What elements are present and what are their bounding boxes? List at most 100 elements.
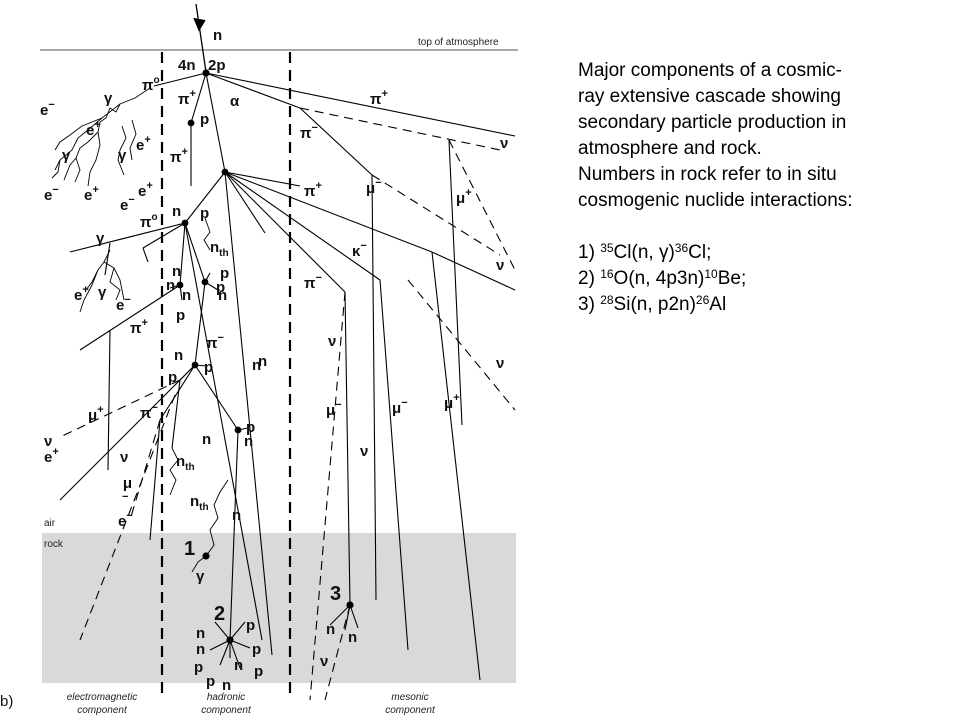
kappa-minus-label: κ− [352, 240, 367, 260]
neutron-label: n [222, 677, 231, 694]
neutron-label: n [172, 203, 181, 220]
neutral-tracks [57, 107, 516, 701]
electron-labels: e− e+ e+ e+ e− e+ e− e+ e− e+ e− [40, 99, 153, 530]
gamma-label: γ [196, 568, 205, 585]
reaction-number-2: 2 [214, 603, 225, 625]
rock-label: rock [44, 539, 64, 550]
particle-tracks [59, 72, 516, 681]
nu-label: ν [496, 355, 504, 372]
caption-line: Major components of a cosmic- [578, 60, 842, 81]
neutron-label: n [202, 431, 211, 448]
e-minus-label: e− [120, 194, 135, 214]
mesonic-component-label: mesonic [391, 692, 428, 703]
proton-label: p [176, 307, 185, 324]
caption-line: atmosphere and rock. [578, 138, 762, 159]
component-dividers [160, 52, 292, 700]
nu-label: ν [328, 333, 336, 350]
cosmic-ray-cascade-diagram: top of atmosphere air rock n [0, 3, 518, 716]
neutron-label: n [218, 287, 227, 304]
gamma-label: γ [104, 90, 113, 107]
em-component-label: component [77, 705, 128, 716]
mu-minus-label: μ− [366, 177, 382, 197]
reaction-number-1: 1 [184, 538, 195, 560]
pi-plus-label: π+ [170, 146, 188, 166]
reaction-3-text: 3) 28Si(n, p2n)26Al [578, 293, 727, 315]
primary-particle [193, 3, 207, 73]
reaction-1-text: 1) 35Cl(n, γ)36Cl; [578, 241, 712, 263]
neutrino-labels: ν ν ν ν ν ν ν ν [44, 135, 508, 670]
neutron-label: n [326, 621, 335, 638]
pi-plus-label: π+ [130, 317, 148, 337]
proton-label: p [220, 265, 229, 282]
proton-label: p [254, 663, 263, 680]
pi-plus-label: π+ [370, 88, 388, 108]
hadronic-component-label: hadronic [207, 692, 245, 703]
panel-marker: b) [0, 693, 13, 710]
proton-label: p [246, 617, 255, 634]
top-of-atmosphere-label: top of atmosphere [418, 37, 499, 48]
e-minus-label: e− [40, 99, 55, 119]
mu-minus-label: μ− [326, 399, 342, 419]
nu-label: ν [120, 449, 128, 466]
proton-label: p [204, 359, 213, 376]
proton-label: p [200, 111, 209, 128]
neutron-label: n [196, 625, 205, 642]
neutron-label: n [172, 263, 181, 280]
nucleons-2p-label: 2p [208, 57, 226, 74]
pi-minus-label: π− [300, 122, 318, 142]
thermal-neutron-label: nth [176, 453, 195, 473]
hadronic-component-label: component [201, 705, 252, 716]
gamma-label: γ [118, 147, 127, 164]
neutron-label: n [252, 357, 261, 374]
gamma-label: γ [96, 230, 105, 247]
neutron-label: n [348, 629, 357, 646]
gamma-label: γ [98, 284, 107, 301]
mu-plus-label: μ+ [456, 187, 472, 207]
proton-label: p [206, 673, 215, 690]
proton-label: p [168, 369, 177, 386]
muon-labels: μ− μ+ μ+ μ− μ− μ+ μ− [88, 177, 472, 503]
em-shower-tracks [51, 87, 229, 573]
e-minus-label: e− [116, 294, 131, 314]
e-minus-label: e− [118, 510, 133, 530]
figure-caption: Major components of a cosmic- ray extens… [578, 58, 950, 318]
nu-label: ν [500, 135, 508, 152]
neutron-label: n [244, 433, 253, 450]
proton-label: p [216, 279, 225, 296]
alpha-label: α [230, 93, 240, 110]
mu-minus-label: μ− [122, 475, 132, 503]
e-plus-label: e+ [136, 134, 151, 154]
em-component-label: electromagnetic [67, 692, 138, 703]
nucleons-4n-label: 4n [178, 57, 196, 74]
air-label: air [44, 518, 56, 529]
neutron-label: n [166, 277, 175, 294]
nu-label: ν [360, 443, 368, 460]
mu-plus-label: μ+ [444, 392, 460, 412]
thermal-neutron-label: nth [210, 239, 229, 259]
interaction-vertices [176, 69, 354, 644]
proton-label: p [194, 659, 203, 676]
thermal-neutron-label: nth [190, 493, 209, 513]
e-plus-label: e+ [84, 184, 99, 204]
gamma-label: γ [62, 147, 71, 164]
nu-label: ν [496, 257, 504, 274]
nucleon-labels: p n p nth n p n n p n p n p p n p n n nt… [166, 111, 357, 694]
proton-label: p [200, 205, 209, 222]
pi-plus-label: π+ [178, 88, 196, 108]
pi-plus-label: π+ [304, 180, 322, 200]
neutron-label: n [174, 347, 183, 364]
mu-plus-label: μ+ [88, 404, 104, 424]
caption-line: ray extensive cascade showing [578, 86, 841, 107]
neutron-label: n [232, 507, 241, 524]
pi-minus-label: π− [304, 272, 322, 292]
rock-layer [42, 533, 516, 683]
e-plus-label: e+ [44, 446, 59, 466]
pi-minus-label: π− [140, 402, 158, 422]
proton-label: p [252, 641, 261, 658]
component-labels: electromagnetic component hadronic compo… [67, 692, 436, 716]
nu-label: ν [44, 433, 52, 450]
mesonic-component-label: component [385, 705, 436, 716]
gamma-labels: γ γ γ γ γ γ [62, 90, 205, 585]
mu-minus-label: μ− [392, 397, 408, 417]
neutron-label: n [196, 641, 205, 658]
